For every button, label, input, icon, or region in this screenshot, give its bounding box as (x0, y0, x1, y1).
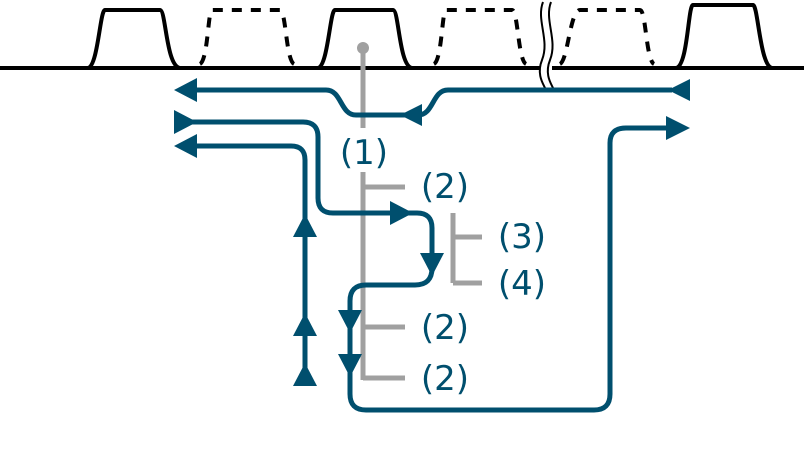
label-1: (1) (340, 133, 388, 173)
pulse-dashed (432, 8, 528, 66)
arrow-left-icon (668, 79, 690, 101)
flow-path-1 (174, 78, 690, 126)
flow-path-3 (174, 134, 317, 386)
signal-waveform (0, 1, 804, 90)
arrow-right-icon (666, 116, 690, 140)
pulse-solid (316, 8, 414, 70)
pulse-solid (86, 8, 181, 70)
flow-path-2 (174, 110, 690, 413)
arrow-right-icon (174, 110, 197, 134)
arrow-down-icon (420, 253, 444, 276)
label-4: (4) (498, 264, 546, 304)
label-2: (2) (421, 359, 469, 399)
arrow-right-icon (390, 201, 413, 225)
arrow-up-icon (293, 214, 317, 237)
arrow-left-icon (174, 134, 197, 158)
pulse-solid (674, 2, 774, 70)
label-3: (3) (498, 217, 546, 257)
arrow-left-icon (174, 78, 197, 102)
arrow-up-icon (293, 313, 317, 336)
break-mark (538, 1, 554, 90)
pulse-dashed (558, 8, 656, 66)
pulse-dashed (198, 8, 296, 66)
label-2: (2) (421, 308, 469, 348)
arrow-left-icon (400, 104, 422, 126)
label-2: (2) (421, 167, 469, 207)
arrow-down-icon (338, 310, 362, 333)
arrow-up-icon (293, 363, 317, 386)
arrow-down-icon (338, 354, 362, 377)
